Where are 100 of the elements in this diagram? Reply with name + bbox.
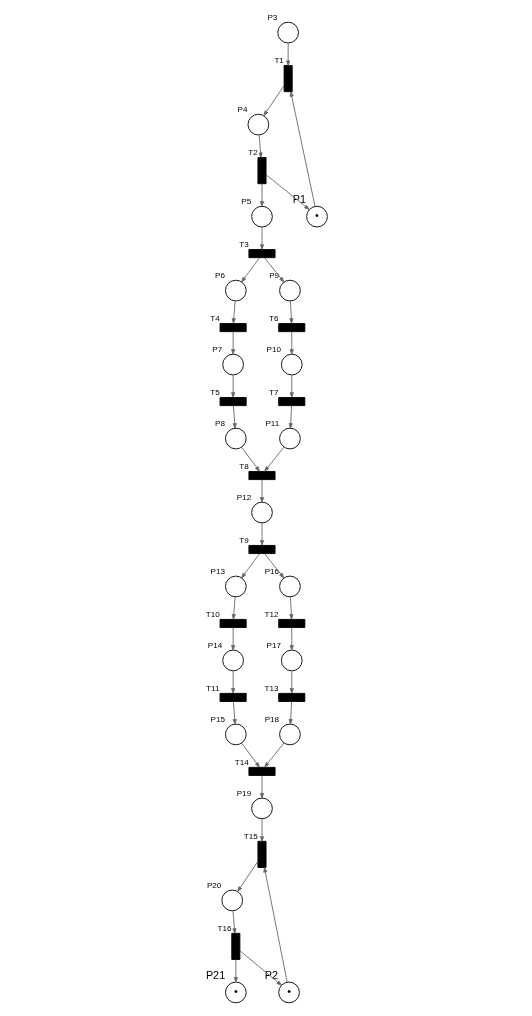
node-circle: [221, 353, 244, 376]
arrow: [288, 701, 293, 725]
node-bar: [247, 249, 275, 259]
node-label: P16: [264, 566, 279, 576]
node-bar: [277, 692, 305, 702]
node-label: T6: [268, 314, 278, 323]
node-circle: [250, 797, 273, 820]
node-bar: [219, 618, 247, 628]
arrow: [259, 226, 264, 250]
node-label: T8: [238, 461, 249, 471]
node-label: P7: [211, 344, 222, 354]
arrow: [288, 405, 293, 429]
node-bar: [283, 65, 293, 93]
node-label: P20: [206, 880, 221, 890]
arrow: [263, 446, 284, 472]
arrow: [289, 374, 294, 398]
node-circle: [278, 723, 301, 746]
arrow: [263, 257, 284, 283]
node-label: T9: [238, 535, 249, 545]
arrow: [233, 959, 238, 983]
node-label: T3: [238, 240, 249, 250]
node-bar: [277, 323, 305, 333]
node-label: T5: [209, 387, 220, 397]
node-bar: [257, 157, 266, 185]
arrow: [239, 950, 282, 986]
arrow: [232, 701, 237, 725]
arrow: [240, 257, 260, 283]
node-circle: [280, 353, 303, 376]
node-label: T14: [234, 757, 249, 767]
node-circle: [280, 649, 303, 672]
node-label: P15: [210, 714, 225, 724]
arrow: [259, 479, 264, 503]
node-circle: •: [224, 981, 247, 1004]
node-label: P19: [236, 788, 251, 798]
arrow: [236, 861, 258, 892]
arrow: [230, 670, 235, 694]
node-label: P4: [237, 104, 248, 114]
node-label: T11: [205, 683, 220, 693]
arrow: [289, 331, 294, 355]
arrow: [259, 775, 264, 799]
arrow: [230, 374, 235, 398]
arrow: [288, 596, 293, 620]
node-label: T13: [263, 683, 278, 693]
node-circle: [250, 205, 273, 228]
node-circle: [247, 113, 269, 136]
arrow: [262, 867, 288, 983]
node-circle: [250, 501, 273, 524]
arrow: [259, 818, 264, 842]
node-label: T10: [205, 609, 220, 619]
arrow: [265, 174, 309, 210]
node-label: P1: [292, 193, 306, 206]
node-label: P17: [266, 640, 281, 650]
node-label: T12: [263, 609, 278, 619]
arrow: [263, 553, 284, 579]
arrow: [258, 134, 263, 158]
arrow: [231, 300, 236, 324]
arrow: [285, 42, 290, 66]
arrow: [289, 670, 294, 694]
node-label: T16: [217, 923, 232, 933]
arrow: [289, 91, 315, 207]
node-circle: [224, 723, 247, 746]
node-label: T1: [273, 56, 284, 65]
arrow: [231, 910, 236, 934]
node-circle: [221, 649, 244, 672]
node-bar: [219, 397, 247, 407]
node-label: P8: [214, 418, 225, 428]
node-circle: [278, 427, 301, 450]
arrow: [230, 627, 235, 651]
node-bar: [257, 840, 266, 868]
node-circle: [276, 21, 299, 44]
node-bar: [247, 545, 275, 554]
node-label: P21: [205, 968, 225, 981]
node-label: P13: [210, 566, 225, 576]
arrow: [240, 446, 260, 472]
node-circle: [220, 889, 243, 912]
arrow: [259, 183, 264, 207]
node-bar: [219, 692, 247, 702]
arrow: [232, 405, 237, 429]
arrow: [262, 85, 284, 116]
arrow: [231, 596, 236, 620]
node-label: T7: [268, 387, 278, 397]
node-label: T15: [243, 831, 258, 841]
node-bar: [277, 618, 305, 628]
arrow: [263, 742, 284, 768]
node-label: P2: [264, 968, 278, 981]
node-label: P11: [264, 418, 279, 428]
node-circle: [278, 575, 301, 598]
node-label: P10: [266, 344, 281, 354]
node-label: T4: [209, 314, 220, 323]
node-label: P9: [268, 270, 279, 280]
node-bar: [219, 323, 247, 333]
arrow: [240, 553, 260, 579]
arrow: [289, 627, 294, 651]
node-bar: [277, 397, 305, 407]
node-circle: [224, 427, 247, 450]
arrow: [259, 522, 264, 546]
node-bar: [230, 932, 240, 960]
node-label: P3: [266, 12, 277, 22]
node-circle: [224, 575, 247, 598]
node-label: P14: [207, 640, 222, 650]
